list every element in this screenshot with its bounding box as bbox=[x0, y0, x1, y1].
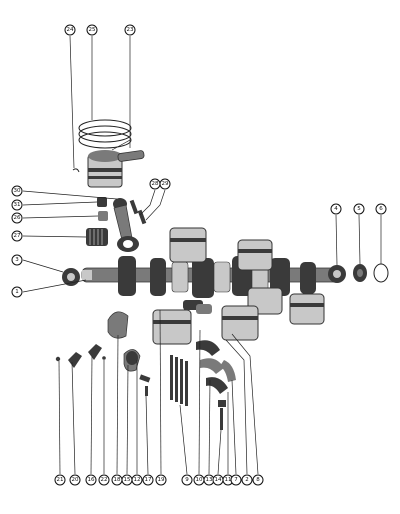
callout-9: 9 bbox=[181, 474, 193, 486]
piston-rings bbox=[78, 119, 132, 149]
callout-30: 30 bbox=[11, 185, 23, 197]
callout-1: 1 bbox=[11, 286, 23, 298]
callout-29: 29 bbox=[159, 178, 171, 190]
callout-label: 3 bbox=[15, 257, 19, 263]
rod-cap-parts bbox=[55, 311, 151, 396]
callout-19: 19 bbox=[155, 474, 167, 486]
callout-7: 7 bbox=[230, 474, 242, 486]
callout-label: 1 bbox=[15, 289, 19, 295]
callout-3: 3 bbox=[11, 254, 23, 266]
center-bearing-clips bbox=[183, 300, 212, 314]
o-ring bbox=[373, 263, 389, 283]
callout-2: 2 bbox=[241, 474, 253, 486]
callout-label: 24 bbox=[67, 27, 74, 33]
callout-20: 20 bbox=[69, 474, 81, 486]
callout-28: 28 bbox=[149, 178, 161, 190]
callout-label: 29 bbox=[162, 181, 169, 187]
callout-label: 15 bbox=[124, 477, 131, 483]
callout-label: 16 bbox=[88, 477, 95, 483]
crank-pistons-upper bbox=[169, 227, 273, 271]
callout-18: 18 bbox=[111, 474, 123, 486]
callout-22: 22 bbox=[98, 474, 110, 486]
callout-label: 7 bbox=[234, 477, 238, 483]
callout-14: 14 bbox=[212, 474, 224, 486]
callout-label: 25 bbox=[89, 27, 96, 33]
roller-cage-bearing bbox=[86, 228, 108, 246]
callouts: 24 25 23 30 31 26 27 28 29 3 1 4 5 6 21 … bbox=[11, 24, 387, 486]
leader-lines bbox=[22, 35, 382, 475]
crank-pistons-lower bbox=[152, 287, 325, 345]
callout-25: 25 bbox=[86, 24, 98, 36]
callout-label: 5 bbox=[357, 206, 361, 212]
callout-label: 4 bbox=[334, 206, 338, 212]
callout-10: 10 bbox=[193, 474, 205, 486]
callout-label: 17 bbox=[145, 477, 152, 483]
callout-17: 17 bbox=[142, 474, 154, 486]
rod-bolts bbox=[129, 199, 147, 225]
callout-label: 28 bbox=[152, 181, 159, 187]
callout-label: 27 bbox=[14, 233, 21, 239]
callout-21: 21 bbox=[54, 474, 66, 486]
callout-label: 22 bbox=[101, 477, 108, 483]
callout-label: 9 bbox=[185, 477, 189, 483]
upper-connecting-rod bbox=[113, 198, 139, 252]
piston-pin-clip bbox=[72, 168, 80, 173]
callout-26: 26 bbox=[11, 212, 23, 224]
callout-27: 27 bbox=[11, 230, 23, 242]
rear-seal bbox=[353, 264, 367, 282]
callout-label: 14 bbox=[215, 477, 222, 483]
callout-label: 31 bbox=[14, 202, 21, 208]
callout-label: 2 bbox=[245, 477, 249, 483]
callout-label: 11 bbox=[225, 477, 232, 483]
callout-16: 16 bbox=[85, 474, 97, 486]
callout-label: 30 bbox=[14, 188, 21, 194]
callout-label: 26 bbox=[14, 215, 21, 221]
callout-label: 19 bbox=[158, 477, 165, 483]
rear-bearing bbox=[328, 265, 346, 283]
needle-bearing-small bbox=[97, 197, 108, 221]
callout-24: 24 bbox=[64, 24, 76, 36]
callout-8: 8 bbox=[252, 474, 264, 486]
callout-label: 6 bbox=[379, 206, 383, 212]
callout-label: 13 bbox=[206, 477, 213, 483]
callout-4: 4 bbox=[330, 203, 342, 215]
callout-5: 5 bbox=[353, 203, 365, 215]
needle-rollers bbox=[170, 355, 188, 406]
callout-31: 31 bbox=[11, 199, 23, 211]
callout-12: 12 bbox=[131, 474, 143, 486]
callout-6: 6 bbox=[375, 203, 387, 215]
callout-label: 12 bbox=[134, 477, 141, 483]
callout-label: 8 bbox=[256, 477, 260, 483]
bearing-race-halves bbox=[196, 340, 236, 430]
upper-piston bbox=[87, 150, 123, 188]
callout-label: 23 bbox=[127, 27, 134, 33]
callout-label: 20 bbox=[72, 477, 79, 483]
front-main-bearing bbox=[62, 268, 80, 286]
crankshaft-assembly bbox=[81, 256, 343, 298]
callout-23: 23 bbox=[124, 24, 136, 36]
callout-15: 15 bbox=[121, 474, 133, 486]
callout-label: 21 bbox=[57, 477, 64, 483]
callout-label: 10 bbox=[196, 477, 203, 483]
callout-label: 18 bbox=[114, 477, 121, 483]
wrist-pin bbox=[117, 150, 145, 162]
